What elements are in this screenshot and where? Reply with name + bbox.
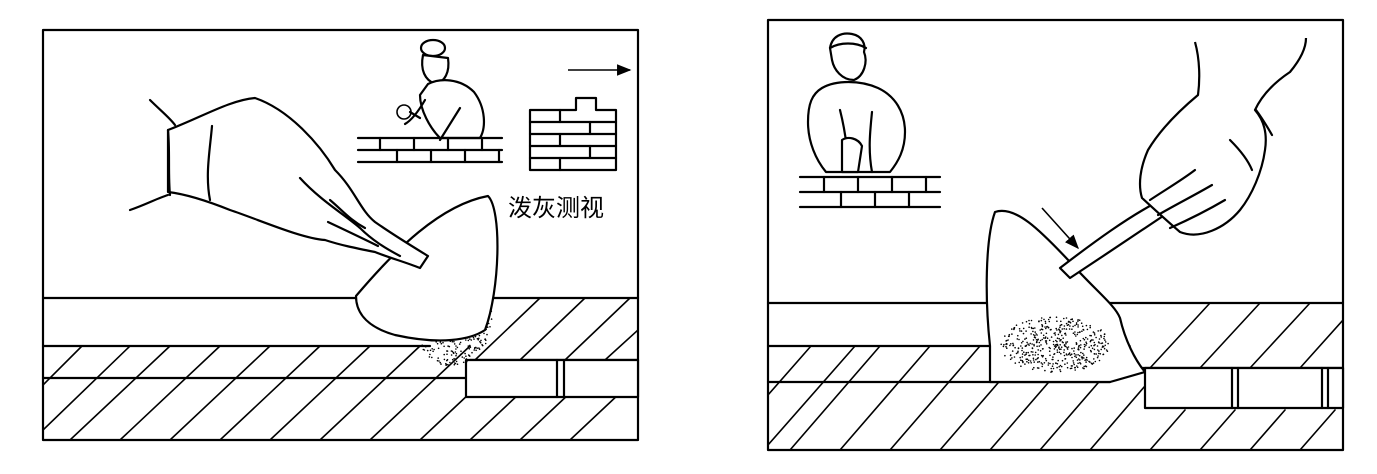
left-panel: 泼灰测视 <box>41 28 640 442</box>
left-worker-icon <box>396 38 486 142</box>
right-worker-icon <box>806 32 907 174</box>
left-panel-frame <box>41 28 640 442</box>
right-mortar-ridge <box>985 209 1147 384</box>
left-mini-wall <box>356 136 504 164</box>
right-hatching <box>768 302 1343 450</box>
right-mortar-spray <box>1000 316 1109 373</box>
right-panel <box>766 18 1345 452</box>
left-brick <box>464 358 640 399</box>
right-brick <box>1143 366 1345 410</box>
left-stepped-wall-icon <box>528 96 618 172</box>
right-panel-frame <box>766 18 1345 452</box>
left-hand <box>128 96 430 270</box>
right-mini-wall <box>798 175 942 209</box>
right-pointer-arrow-icon <box>1041 207 1079 250</box>
left-caption: 泼灰测视 <box>508 194 604 222</box>
left-trowel <box>354 194 499 342</box>
right-hand <box>1138 37 1308 236</box>
